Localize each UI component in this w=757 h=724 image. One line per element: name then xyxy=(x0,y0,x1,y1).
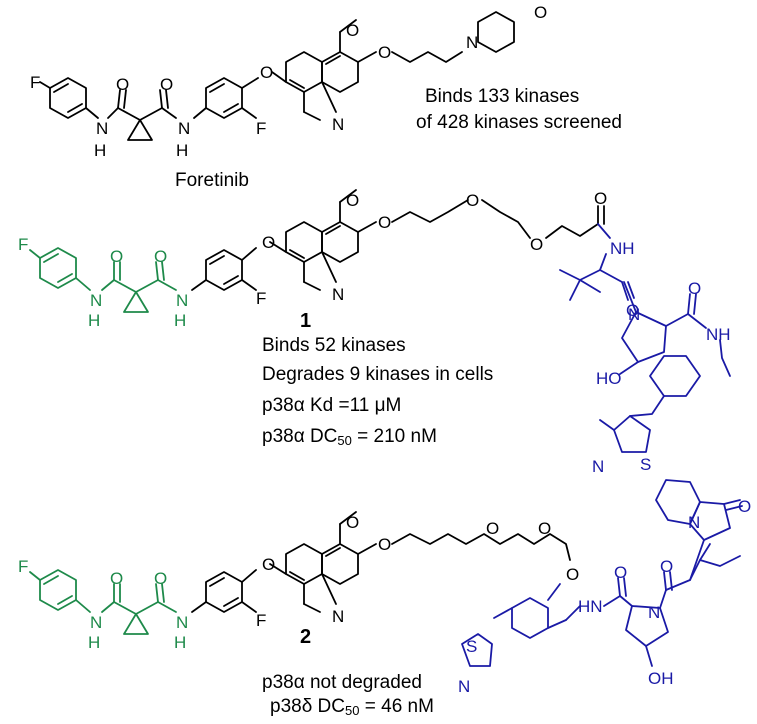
svg-text:N: N xyxy=(592,457,604,476)
compound-1-warhead xyxy=(29,247,177,313)
svg-text:O: O xyxy=(594,189,607,208)
svg-text:O: O xyxy=(262,555,275,574)
svg-text:HO: HO xyxy=(596,369,622,388)
compound-2-warhead xyxy=(29,569,177,635)
svg-text:O: O xyxy=(466,191,479,210)
svg-text:O: O xyxy=(738,497,751,516)
svg-text:N: N xyxy=(332,285,344,304)
compound-2-note: p38α not degraded xyxy=(262,672,422,693)
svg-text:HN: HN xyxy=(578,597,603,616)
svg-text:O: O xyxy=(378,213,391,232)
foretinib-name: Foretinib xyxy=(175,170,249,191)
svg-text:O: O xyxy=(566,565,579,584)
svg-text:O: O xyxy=(346,191,359,210)
compound-2-core xyxy=(191,511,571,613)
compound-1-vhl-ligand xyxy=(559,223,731,453)
svg-text:O: O xyxy=(486,519,499,538)
compound-1-label: 1 xyxy=(300,310,312,332)
foretinib-binding-line1: Binds 133 kinases xyxy=(425,86,580,107)
compound-1-binding: Binds 52 kinases xyxy=(262,335,406,356)
svg-text:NH: NH xyxy=(706,325,731,344)
foretinib-structure xyxy=(39,11,515,141)
svg-text:F: F xyxy=(18,557,28,576)
svg-text:N: N xyxy=(178,119,190,138)
svg-text:S: S xyxy=(640,455,651,474)
svg-text:O: O xyxy=(534,3,547,22)
svg-text:O: O xyxy=(626,301,639,320)
svg-text:O: O xyxy=(688,279,701,298)
svg-text:H: H xyxy=(176,141,188,160)
svg-text:O: O xyxy=(378,535,391,554)
compound-1-core xyxy=(191,189,605,291)
svg-text:O: O xyxy=(260,63,273,82)
svg-text:N: N xyxy=(176,291,188,310)
svg-text:F: F xyxy=(18,235,28,254)
svg-text:N: N xyxy=(628,305,640,324)
svg-text:O: O xyxy=(378,43,391,62)
svg-text:O: O xyxy=(660,557,673,576)
svg-text:F: F xyxy=(256,611,266,630)
compound-1-degradation: Degrades 9 kinases in cells xyxy=(262,364,494,385)
compound-1-kd: p38α Kd =11 μM xyxy=(262,395,402,416)
compound-1-dc50: p38α DC50 = 210 nM xyxy=(262,426,437,448)
svg-text:H: H xyxy=(88,311,100,330)
svg-text:NH: NH xyxy=(610,239,635,258)
svg-text:F: F xyxy=(256,119,266,138)
svg-text:OH: OH xyxy=(648,669,674,688)
svg-text:N: N xyxy=(332,115,344,134)
svg-text:O: O xyxy=(346,513,359,532)
svg-text:O: O xyxy=(530,235,543,254)
svg-text:H: H xyxy=(88,633,100,652)
svg-text:O: O xyxy=(154,569,167,588)
svg-text:H: H xyxy=(94,141,106,160)
svg-text:H: H xyxy=(174,311,186,330)
svg-text:N: N xyxy=(332,607,344,626)
svg-text:O: O xyxy=(346,21,359,40)
compound-2-label: 2 xyxy=(300,626,312,648)
svg-text:H: H xyxy=(174,633,186,652)
svg-text:O: O xyxy=(110,569,123,588)
compound-2-vhl-ligand xyxy=(461,479,743,667)
svg-text:N: N xyxy=(466,33,478,52)
svg-text:N: N xyxy=(648,603,660,622)
svg-text:O: O xyxy=(160,75,173,94)
svg-text:N: N xyxy=(176,613,188,632)
svg-text:O: O xyxy=(538,519,551,538)
svg-text:N: N xyxy=(688,513,700,532)
svg-text:O: O xyxy=(116,75,129,94)
svg-text:O: O xyxy=(110,247,123,266)
svg-text:O: O xyxy=(262,233,275,252)
foretinib-binding-line2: of 428 kinases screened xyxy=(416,112,622,133)
svg-text:S: S xyxy=(466,637,477,656)
svg-text:O: O xyxy=(154,247,167,266)
svg-text:O: O xyxy=(614,563,627,582)
svg-text:N: N xyxy=(90,291,102,310)
atom-nh: N xyxy=(96,119,108,138)
svg-text:N: N xyxy=(90,613,102,632)
compound-2-dc50: p38δ DC50 = 46 nM xyxy=(270,696,434,718)
svg-text:F: F xyxy=(256,289,266,308)
svg-text:N: N xyxy=(458,677,470,696)
atom-f: F xyxy=(30,73,40,92)
